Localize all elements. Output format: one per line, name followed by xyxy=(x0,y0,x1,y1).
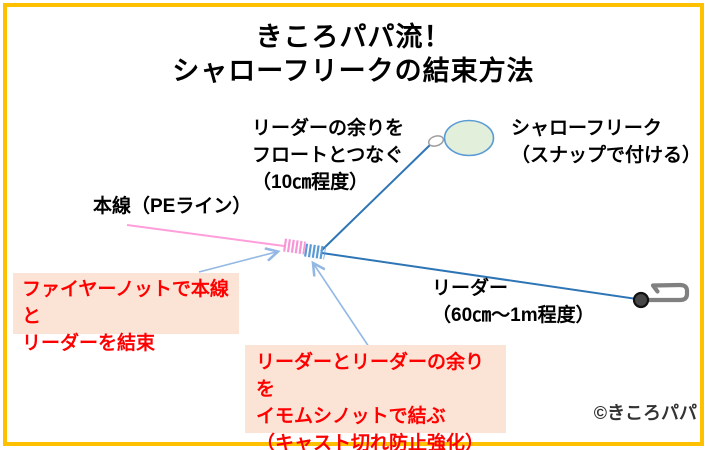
imomushi-knot-arrow xyxy=(313,263,370,348)
page-title-line2: シャローフリークの結束方法 xyxy=(172,56,535,86)
imomushi-knot-coil xyxy=(304,243,326,260)
hook-icon xyxy=(643,282,690,303)
label-shallow-freak: シャローフリーク （スナップで付ける） xyxy=(511,118,702,166)
callout-imomushi-knot: リーダーとリーダーの余りを イモムシノットで結ぶ （キャスト切れ防止強化） xyxy=(245,345,506,450)
leader-line xyxy=(321,252,638,300)
label-main-line: 本線（PEライン） xyxy=(93,196,252,217)
label-leader-surplus: リーダーの余りを フロートとつなぐ （10㎝程度） xyxy=(252,118,405,193)
callout-fire-knot: ファイヤーノットで本線と リーダーを結束 xyxy=(13,273,239,354)
fire-knot-arrow xyxy=(198,252,278,273)
leader-surplus-line xyxy=(320,143,432,252)
label-leader: リーダー （60㎝～1m程度） xyxy=(432,278,595,326)
snap-clip-icon xyxy=(427,135,445,147)
page-title: きころパパ流！ シャローフリークの結束方法 xyxy=(0,20,707,88)
page-title-line1: きころパパ流！ xyxy=(255,22,452,52)
copyright-credit: ©きころパパ xyxy=(593,403,697,423)
float-ellipse-icon xyxy=(443,119,495,157)
fire-knot-coil xyxy=(283,238,306,255)
jighead-icon xyxy=(632,291,650,309)
pe-main-line xyxy=(126,224,285,247)
